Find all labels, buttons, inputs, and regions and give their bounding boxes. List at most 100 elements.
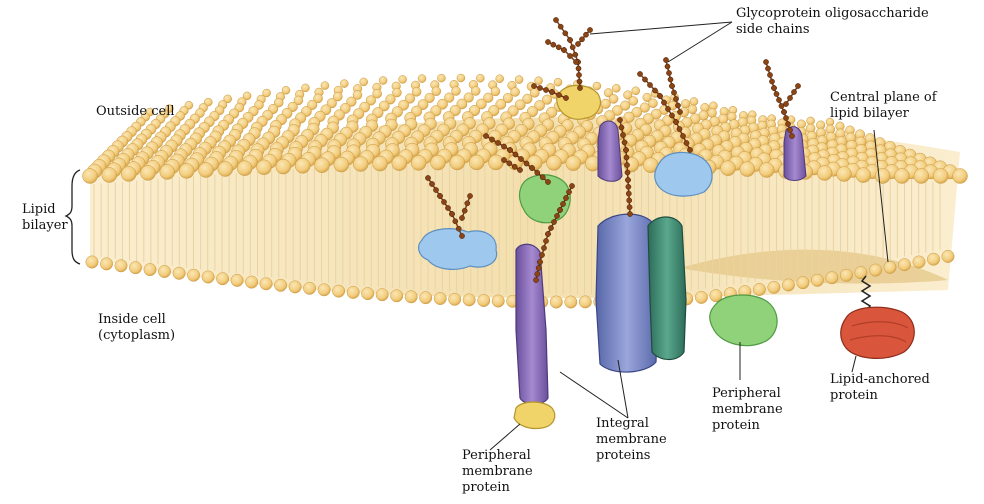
sugar-bead bbox=[783, 115, 788, 120]
lipid-head-outer bbox=[688, 105, 697, 114]
sugar-bead bbox=[668, 77, 673, 82]
sugar-bead bbox=[556, 45, 561, 50]
sugar-bead bbox=[577, 85, 582, 90]
sugar-bead bbox=[441, 199, 446, 204]
sugar-bead bbox=[556, 92, 561, 97]
lipid-head-inner bbox=[303, 282, 315, 294]
sugar-bead bbox=[587, 27, 592, 32]
sugar-bead bbox=[437, 193, 442, 198]
peripheral-blue-protein-right bbox=[655, 152, 712, 196]
lipid-head-inner bbox=[202, 271, 214, 283]
sugar-bead bbox=[673, 119, 678, 124]
lipid-head-outer bbox=[953, 169, 968, 184]
lipid-head-inner bbox=[274, 279, 286, 291]
lipid-head-outer bbox=[649, 99, 658, 108]
lipid-head-inner bbox=[173, 267, 185, 279]
sugar-bead bbox=[642, 77, 647, 82]
sugar-bead bbox=[456, 226, 461, 231]
sugar-bead bbox=[531, 83, 536, 88]
lipid-head-outer bbox=[856, 168, 871, 183]
sugar-bead bbox=[535, 170, 540, 175]
peripheral-protein-label-right: Peripheral membrane protein bbox=[712, 386, 783, 434]
lipid-head-outer bbox=[295, 158, 310, 173]
sugar-bead bbox=[567, 37, 572, 42]
sugar-bead bbox=[617, 117, 622, 122]
lipid-head-inner bbox=[245, 276, 257, 288]
sugar-bead bbox=[507, 161, 512, 166]
sugar-bead bbox=[563, 31, 568, 36]
lipid-head-inner bbox=[158, 265, 170, 277]
sugar-bead bbox=[537, 85, 542, 90]
integral-protein-teal bbox=[648, 217, 686, 360]
green-glycoprotein bbox=[520, 175, 571, 223]
sugar-bead bbox=[673, 96, 678, 101]
lipid-head-inner bbox=[768, 281, 780, 293]
sugar-bead bbox=[622, 140, 627, 145]
lipid-head-outer bbox=[373, 156, 388, 171]
lipid-head-outer bbox=[632, 87, 640, 95]
lipid-head-outer bbox=[547, 155, 562, 170]
sugar-bead bbox=[620, 132, 625, 137]
sugar-bead bbox=[459, 233, 464, 238]
sugar-bead bbox=[647, 82, 652, 87]
sugar-bead bbox=[637, 71, 642, 76]
lipid-head-outer bbox=[199, 163, 214, 178]
sugar-bead bbox=[561, 47, 566, 52]
lipid-head-outer bbox=[476, 74, 484, 82]
lipid-head-inner bbox=[318, 284, 330, 296]
sugar-bead bbox=[554, 213, 559, 218]
sugar-bead bbox=[680, 133, 685, 138]
sugar-bead bbox=[583, 32, 588, 37]
lipid-head-inner bbox=[811, 274, 823, 286]
peripheral-green-protein bbox=[710, 295, 777, 346]
sugar-bead bbox=[512, 164, 517, 169]
lipid-head-inner bbox=[869, 264, 881, 276]
inside-cell-label: Inside cell (cytoplasm) bbox=[98, 312, 175, 344]
lipid-head-inner bbox=[478, 294, 490, 306]
lipid-head-outer bbox=[379, 77, 387, 85]
sugar-bead bbox=[537, 259, 542, 264]
lipid-head-inner bbox=[216, 273, 228, 285]
sugar-bead bbox=[627, 198, 632, 203]
lipid-anchored-label: Lipid-anchored protein bbox=[830, 372, 930, 404]
sugar-bead bbox=[563, 195, 568, 200]
sugar-bead bbox=[449, 211, 454, 216]
peripheral-protein-label-left: Peripheral membrane protein bbox=[462, 448, 533, 496]
lipid-head-inner bbox=[913, 256, 925, 268]
sugar-bead bbox=[467, 193, 472, 198]
lipid-head-inner bbox=[826, 272, 838, 284]
lipid-head-outer bbox=[629, 97, 638, 106]
purple-glycoprotein-center bbox=[598, 121, 622, 181]
lipid-head-outer bbox=[740, 162, 755, 177]
lipid-head-outer bbox=[360, 78, 368, 86]
lipid-head-inner bbox=[405, 291, 417, 303]
lipid-head-inner bbox=[695, 291, 707, 303]
sugar-bead bbox=[789, 133, 794, 138]
lipid-head-outer bbox=[276, 159, 291, 174]
sugar-bead bbox=[445, 205, 450, 210]
lipid-head-inner bbox=[376, 289, 388, 301]
lipid-head-inner bbox=[129, 262, 141, 274]
lipid-head-inner bbox=[565, 296, 577, 308]
sugar-bead bbox=[579, 37, 584, 42]
lipid-head-inner bbox=[884, 261, 896, 273]
sugar-bead bbox=[652, 88, 657, 93]
lipid-head-outer bbox=[593, 82, 601, 90]
outside-cell-label: Outside cell bbox=[96, 104, 175, 120]
lipid-head-outer bbox=[399, 75, 407, 83]
lipid-head-inner bbox=[362, 287, 374, 299]
sugar-bead bbox=[429, 181, 434, 186]
sugar-bead bbox=[501, 144, 506, 149]
integral-proteins-label: Integral membrane proteins bbox=[596, 416, 667, 464]
lipid-head-outer bbox=[141, 165, 156, 180]
sugar-bead bbox=[661, 100, 666, 105]
lipid-head-outer bbox=[102, 168, 117, 183]
lipid-head-inner bbox=[942, 250, 954, 262]
lipid-head-outer bbox=[721, 161, 736, 176]
lipid-head-outer bbox=[535, 77, 543, 85]
lipid-head-inner bbox=[898, 259, 910, 271]
sugar-bead bbox=[783, 101, 788, 106]
lipid-head-inner bbox=[86, 256, 98, 268]
sugar-bead bbox=[549, 89, 554, 94]
